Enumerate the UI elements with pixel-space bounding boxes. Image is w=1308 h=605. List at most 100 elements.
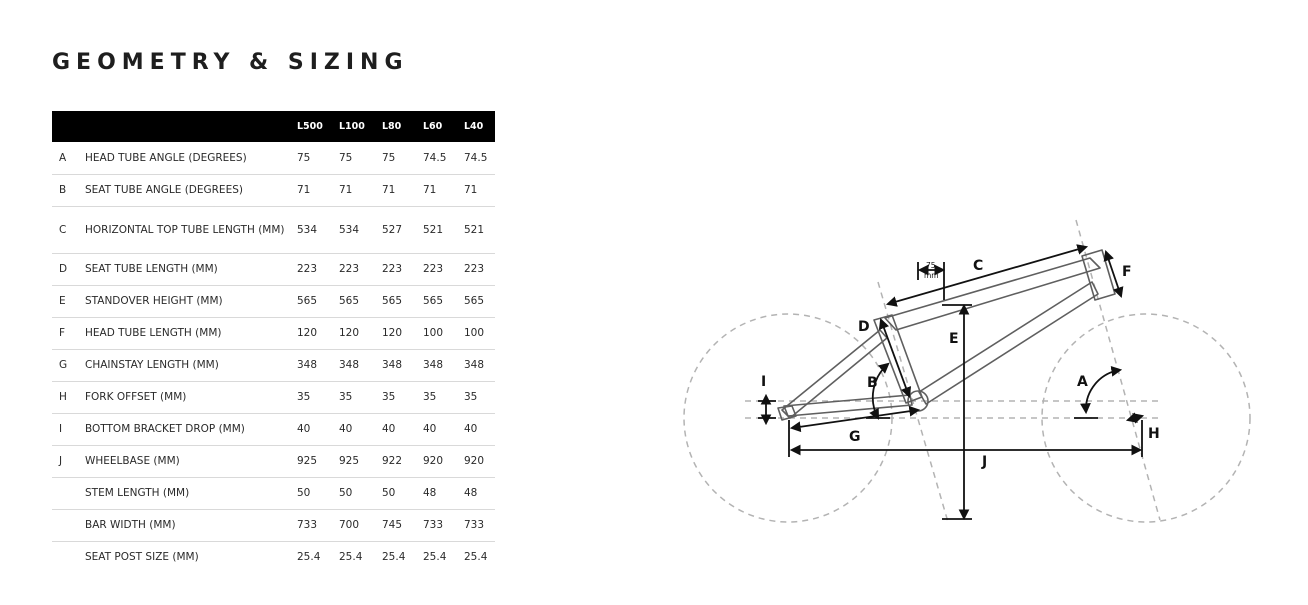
row-value: 120 [338,317,381,350]
row-value: 25.4 [297,551,321,564]
row-value: 223 [338,253,381,286]
row-letter: F [52,317,85,350]
row-value: 40 [338,413,381,446]
row-label: BAR WIDTH (MM) [85,509,296,542]
header-size-l500: L500 [296,111,338,142]
row-value: 223 [381,253,422,286]
row-value: 527 [381,206,422,254]
row-value: 348 [296,349,338,382]
table-row: J WHEELBASE (MM) 925 925 922 920 920 [52,445,495,478]
row-value: 35 [381,381,422,414]
offset-unit-label: mm [924,271,939,280]
row-label: HEAD TUBE ANGLE (DEGREES) [85,142,296,175]
row-value: 35 [422,381,463,414]
row-value: 75 [381,142,422,175]
row-value: 50 [338,477,381,510]
row-letter: A [52,142,85,175]
row-value: 925 [296,445,338,478]
row-value: 534 [296,206,338,254]
row-letter [52,541,85,573]
row-value: 71 [422,174,463,207]
row-value: 100 [422,317,463,350]
row-letter: G [52,349,85,382]
dim-b-seat-angle-arc [869,362,890,420]
row-value: 40 [381,413,422,446]
row-letter: J [52,445,85,478]
row-value: 733 [463,509,495,542]
header-size-l60: L60 [422,111,463,142]
row-value: 565 [463,285,495,318]
front-wheel-outline [1041,313,1251,523]
row-letter: I [52,413,85,446]
dim-h-fork-offset [1125,412,1145,424]
label-j: J [981,454,987,470]
chain-stay [783,394,913,417]
row-value: 733 [296,509,338,542]
row-value: 50 [296,477,338,510]
row-value: 223 [422,253,463,286]
row-label: HORIZONTAL TOP TUBE LENGTH (MM) [85,206,296,254]
row-value: 223 [296,253,338,286]
label-d: D [858,319,870,335]
row-value: 40 [463,413,495,446]
row-value: 48 [422,477,463,510]
row-value: 745 [381,509,422,542]
row-value: 40 [422,413,463,446]
label-e: E [949,331,959,347]
dim-g-chainstay [789,405,921,433]
row-value: 521 [463,206,495,254]
row-value: 35 [338,381,381,414]
table-row: C HORIZONTAL TOP TUBE LENGTH (MM) 534 53… [52,206,495,254]
row-letter: E [52,285,85,318]
row-value: 40 [296,413,338,446]
dimension-lines [758,244,1145,521]
row-value: 534 [338,206,381,254]
row-letter: D [52,253,85,286]
table-row: H FORK OFFSET (MM) 35 35 35 35 35 [52,381,495,414]
row-value: 521 [422,206,463,254]
row-value: 74.5 [463,142,495,175]
row-value: 74.5 [422,142,463,175]
row-value: 120 [296,317,338,350]
row-value: 50 [381,477,422,510]
header-size-l100: L100 [338,111,381,142]
row-value: 565 [338,285,381,318]
row-value: 922 [381,445,422,478]
table-row: STEM LENGTH (MM) 50 50 50 48 48 [52,477,495,510]
row-value: 920 [463,445,495,478]
row-label: FORK OFFSET (MM) [85,381,296,414]
row-value: 348 [422,349,463,382]
row-value: 920 [422,445,463,478]
row-value: 348 [463,349,495,382]
row-label: STEM LENGTH (MM) [85,477,296,510]
row-value: 25.4 [339,551,363,564]
row-value: 71 [463,174,495,207]
row-letter [52,477,85,510]
row-value: 25.4 [464,551,488,564]
row-value: 565 [296,285,338,318]
row-value: 71 [381,174,422,207]
row-value: 733 [422,509,463,542]
down-tube [918,281,1099,405]
table-row: SEAT POST SIZE (MM) 25.4 25.4 25.4 25.4 … [52,541,495,573]
row-value: 71 [338,174,381,207]
dim-d-seat-tube [878,317,912,399]
row-value: 223 [463,253,495,286]
dim-c-top-tube [885,244,1089,307]
row-letter: B [52,174,85,207]
row-label: STANDOVER HEIGHT (MM) [85,285,296,318]
header-size-l40: L40 [463,111,495,142]
table-row: D SEAT TUBE LENGTH (MM) 223 223 223 223 … [52,253,495,286]
seat-tube [873,314,923,404]
row-value: 71 [296,174,338,207]
dim-a-head-angle-arc [1080,365,1123,415]
row-label: CHAINSTAY LENGTH (MM) [85,349,296,382]
bike-frame [777,249,1116,421]
row-value: 700 [338,509,381,542]
header-letter-cell [52,111,85,142]
row-letter: C [52,206,85,254]
geometry-table: L500 L100 L80 L60 L40 A HEAD TUBE ANGLE … [52,111,495,573]
row-label: SEAT TUBE LENGTH (MM) [85,253,296,286]
row-value: 348 [338,349,381,382]
row-value: 120 [381,317,422,350]
